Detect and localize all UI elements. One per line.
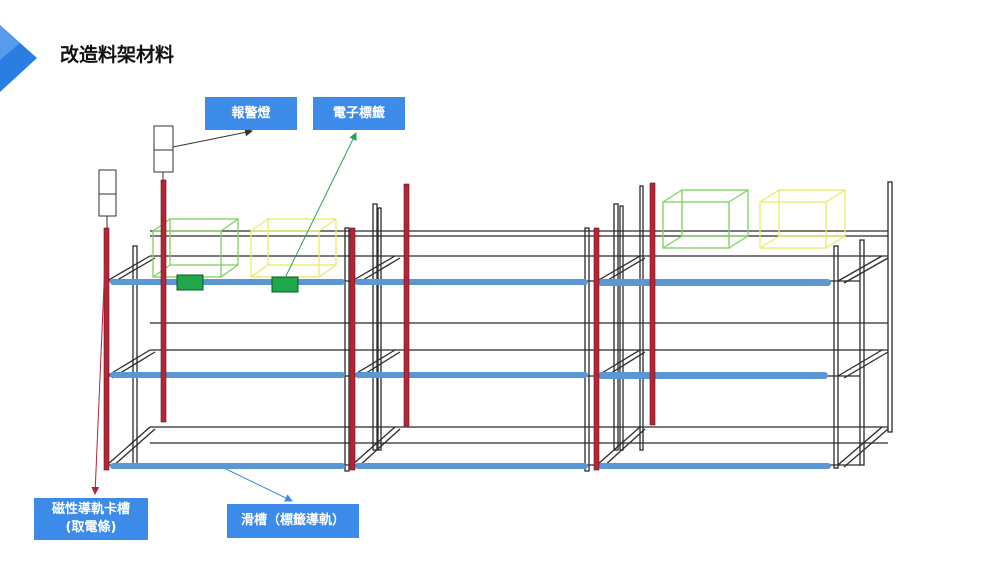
bin-green-right — [662, 189, 749, 249]
magnetic-rail-arrow — [91, 237, 107, 495]
magnetic-rail-label: 磁性導軌卡槽 (取電條) — [34, 498, 148, 540]
bin-yellow-left — [250, 218, 337, 278]
e-tag-arrow — [284, 132, 357, 279]
rack-frame — [106, 181, 893, 472]
bin-yellow-right — [759, 189, 846, 249]
electronic-tag-icon — [176, 274, 204, 291]
tower-light-icon — [153, 125, 174, 180]
page-title: 改造料架材料 — [60, 44, 175, 66]
tower-light-icon — [98, 169, 117, 228]
slide-groove-arrow — [225, 468, 293, 502]
alarm-light-label: 報警燈 — [205, 97, 297, 130]
magnetic-rails — [103, 179, 656, 471]
corner-triangle-highlight — [0, 25, 20, 60]
alarm-light-arrow — [172, 128, 253, 148]
magnetic-rail-label-line1: 磁性導軌卡槽 — [51, 502, 130, 518]
magnetic-rail-label-line2: (取電條) — [65, 520, 117, 535]
electronic-tag-icon — [271, 276, 299, 293]
slide-groove-label: 滑槽（標籤導軌） — [227, 504, 359, 538]
slide-grooves — [110, 279, 831, 469]
e-tag-label: 電子標籤 — [313, 97, 405, 130]
bin-green-left — [152, 218, 239, 278]
